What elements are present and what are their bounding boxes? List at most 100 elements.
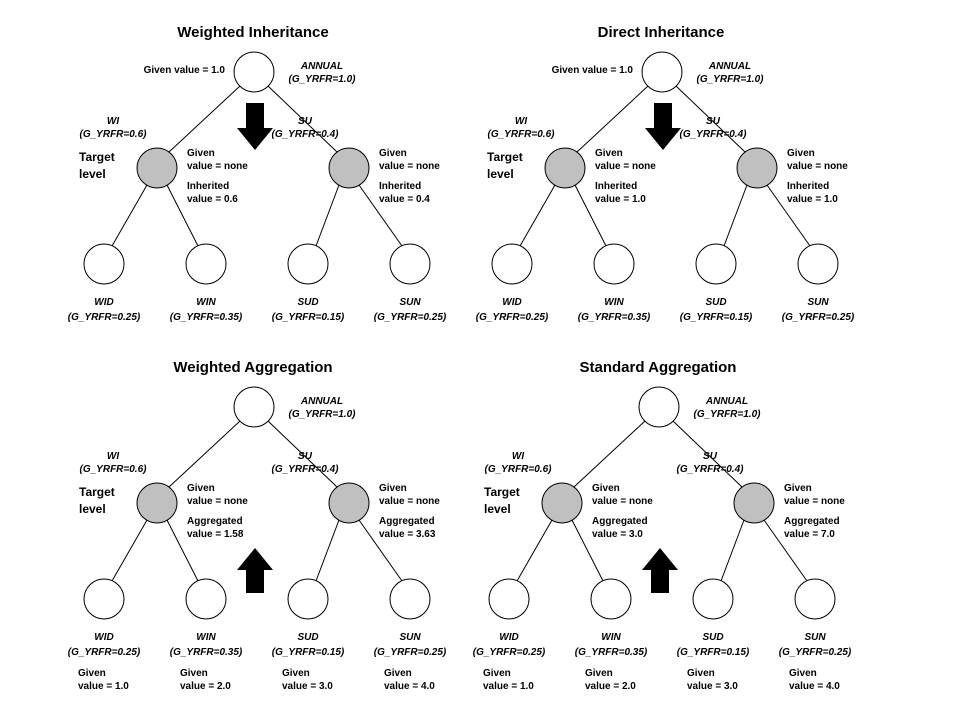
edge-wi-win	[166, 519, 199, 582]
edge-annual-wi	[168, 420, 241, 488]
annual-factor: (G_YRFR=1.0)	[694, 409, 762, 420]
arrow-up-icon	[237, 548, 273, 593]
annual-node	[638, 386, 680, 428]
win-factor: (G_YRFR=0.35)	[170, 647, 243, 658]
su-info-line: Given	[379, 148, 407, 159]
sun-node	[389, 578, 431, 620]
wid-node	[83, 243, 125, 285]
edge-annual-su	[267, 420, 338, 488]
sun-factor: (G_YRFR=0.25)	[374, 312, 447, 323]
edge-su-sud	[315, 184, 340, 247]
wi-factor: (G_YRFR=0.6)	[485, 464, 553, 475]
edge-wi-wid	[111, 519, 148, 582]
wid-factor: (G_YRFR=0.25)	[476, 312, 549, 323]
su-info-line: value = none	[784, 496, 845, 507]
arrow-down-icon	[237, 103, 273, 150]
wid-label: WID	[94, 632, 113, 643]
win-node	[590, 578, 632, 620]
win-node	[593, 243, 635, 285]
sun-node	[389, 243, 431, 285]
panel-standard-aggregation: Standard AggregationANNUAL(G_YRFR=1.0)WI…	[473, 359, 852, 692]
su-factor: (G_YRFR=0.4)	[272, 464, 340, 475]
sud-factor: (G_YRFR=0.15)	[680, 312, 753, 323]
su-factor: (G_YRFR=0.4)	[677, 464, 745, 475]
su-node	[328, 482, 370, 524]
sud-label: SUD	[297, 632, 318, 643]
arrow-up-icon	[642, 548, 678, 593]
edge-su-sun	[763, 519, 808, 582]
annual-factor: (G_YRFR=1.0)	[289, 409, 357, 420]
edge-su-sun	[358, 519, 403, 582]
edge-annual-wi	[576, 85, 649, 153]
wi-info-line: Inherited	[595, 181, 637, 192]
sud-label: SUD	[297, 297, 318, 308]
edge-annual-su	[675, 85, 746, 153]
win-given-label: Given	[180, 668, 208, 679]
panel-title: Standard Aggregation	[580, 359, 737, 376]
wi-info-line: value = none	[187, 496, 248, 507]
win-label: WIN	[601, 632, 621, 643]
sun-label: SUN	[804, 632, 826, 643]
wid-node	[83, 578, 125, 620]
su-info-line: Inherited	[379, 181, 421, 192]
edge-wi-win	[166, 184, 199, 247]
edge-wi-win	[574, 184, 607, 247]
wid-given-value: value = 1.0	[483, 681, 534, 692]
sun-given-value: value = 4.0	[789, 681, 840, 692]
wid-label: WID	[94, 297, 113, 308]
win-given-label: Given	[585, 668, 613, 679]
annual-given-value: Given value = 1.0	[144, 65, 226, 76]
su-info-line: Aggregated	[379, 516, 435, 527]
edge-annual-wi	[573, 420, 646, 488]
sud-given-label: Given	[687, 668, 715, 679]
win-given-value: value = 2.0	[585, 681, 636, 692]
wi-info-line: value = 0.6	[187, 194, 238, 205]
wid-given-label: Given	[78, 668, 106, 679]
sun-label: SUN	[399, 632, 421, 643]
edge-su-sun	[766, 184, 811, 247]
panel-title: Weighted Aggregation	[173, 359, 332, 376]
edge-wi-win	[571, 519, 604, 582]
sud-given-label: Given	[282, 668, 310, 679]
su-node	[736, 147, 778, 189]
target-level-label: Target	[79, 150, 115, 164]
annual-label: ANNUAL	[708, 61, 751, 72]
panel-weighted-aggregation: Weighted AggregationANNUAL(G_YRFR=1.0)WI…	[68, 359, 447, 692]
wi-factor: (G_YRFR=0.6)	[80, 464, 148, 475]
wid-factor: (G_YRFR=0.25)	[68, 312, 141, 323]
wi-info-line: value = none	[595, 161, 656, 172]
sud-given-value: value = 3.0	[282, 681, 333, 692]
edge-wi-wid	[519, 184, 556, 247]
edge-annual-su	[267, 85, 338, 153]
wid-node	[491, 243, 533, 285]
wi-node	[541, 482, 583, 524]
sud-factor: (G_YRFR=0.15)	[677, 647, 750, 658]
su-info-line: value = none	[379, 496, 440, 507]
sud-node	[692, 578, 734, 620]
sun-factor: (G_YRFR=0.25)	[779, 647, 852, 658]
wi-info-line: Aggregated	[187, 516, 243, 527]
target-level-label: level	[79, 167, 106, 181]
sud-node	[287, 243, 329, 285]
wi-info-line: Given	[595, 148, 623, 159]
su-factor: (G_YRFR=0.4)	[272, 129, 340, 140]
arrow-down-icon	[645, 103, 681, 150]
su-info-line: value = none	[379, 161, 440, 172]
sun-factor: (G_YRFR=0.25)	[782, 312, 855, 323]
sun-label: SUN	[807, 297, 829, 308]
win-node	[185, 578, 227, 620]
sud-label: SUD	[702, 632, 723, 643]
wi-factor: (G_YRFR=0.6)	[488, 129, 556, 140]
win-node	[185, 243, 227, 285]
wi-info-line: value = 1.0	[595, 194, 646, 205]
wid-factor: (G_YRFR=0.25)	[68, 647, 141, 658]
win-label: WIN	[196, 297, 216, 308]
sun-node	[794, 578, 836, 620]
wi-info-line: value = none	[592, 496, 653, 507]
sun-given-value: value = 4.0	[384, 681, 435, 692]
annual-factor: (G_YRFR=1.0)	[289, 74, 357, 85]
wi-info-line: Aggregated	[592, 516, 648, 527]
sud-factor: (G_YRFR=0.15)	[272, 312, 345, 323]
wi-info-line: Given	[592, 483, 620, 494]
